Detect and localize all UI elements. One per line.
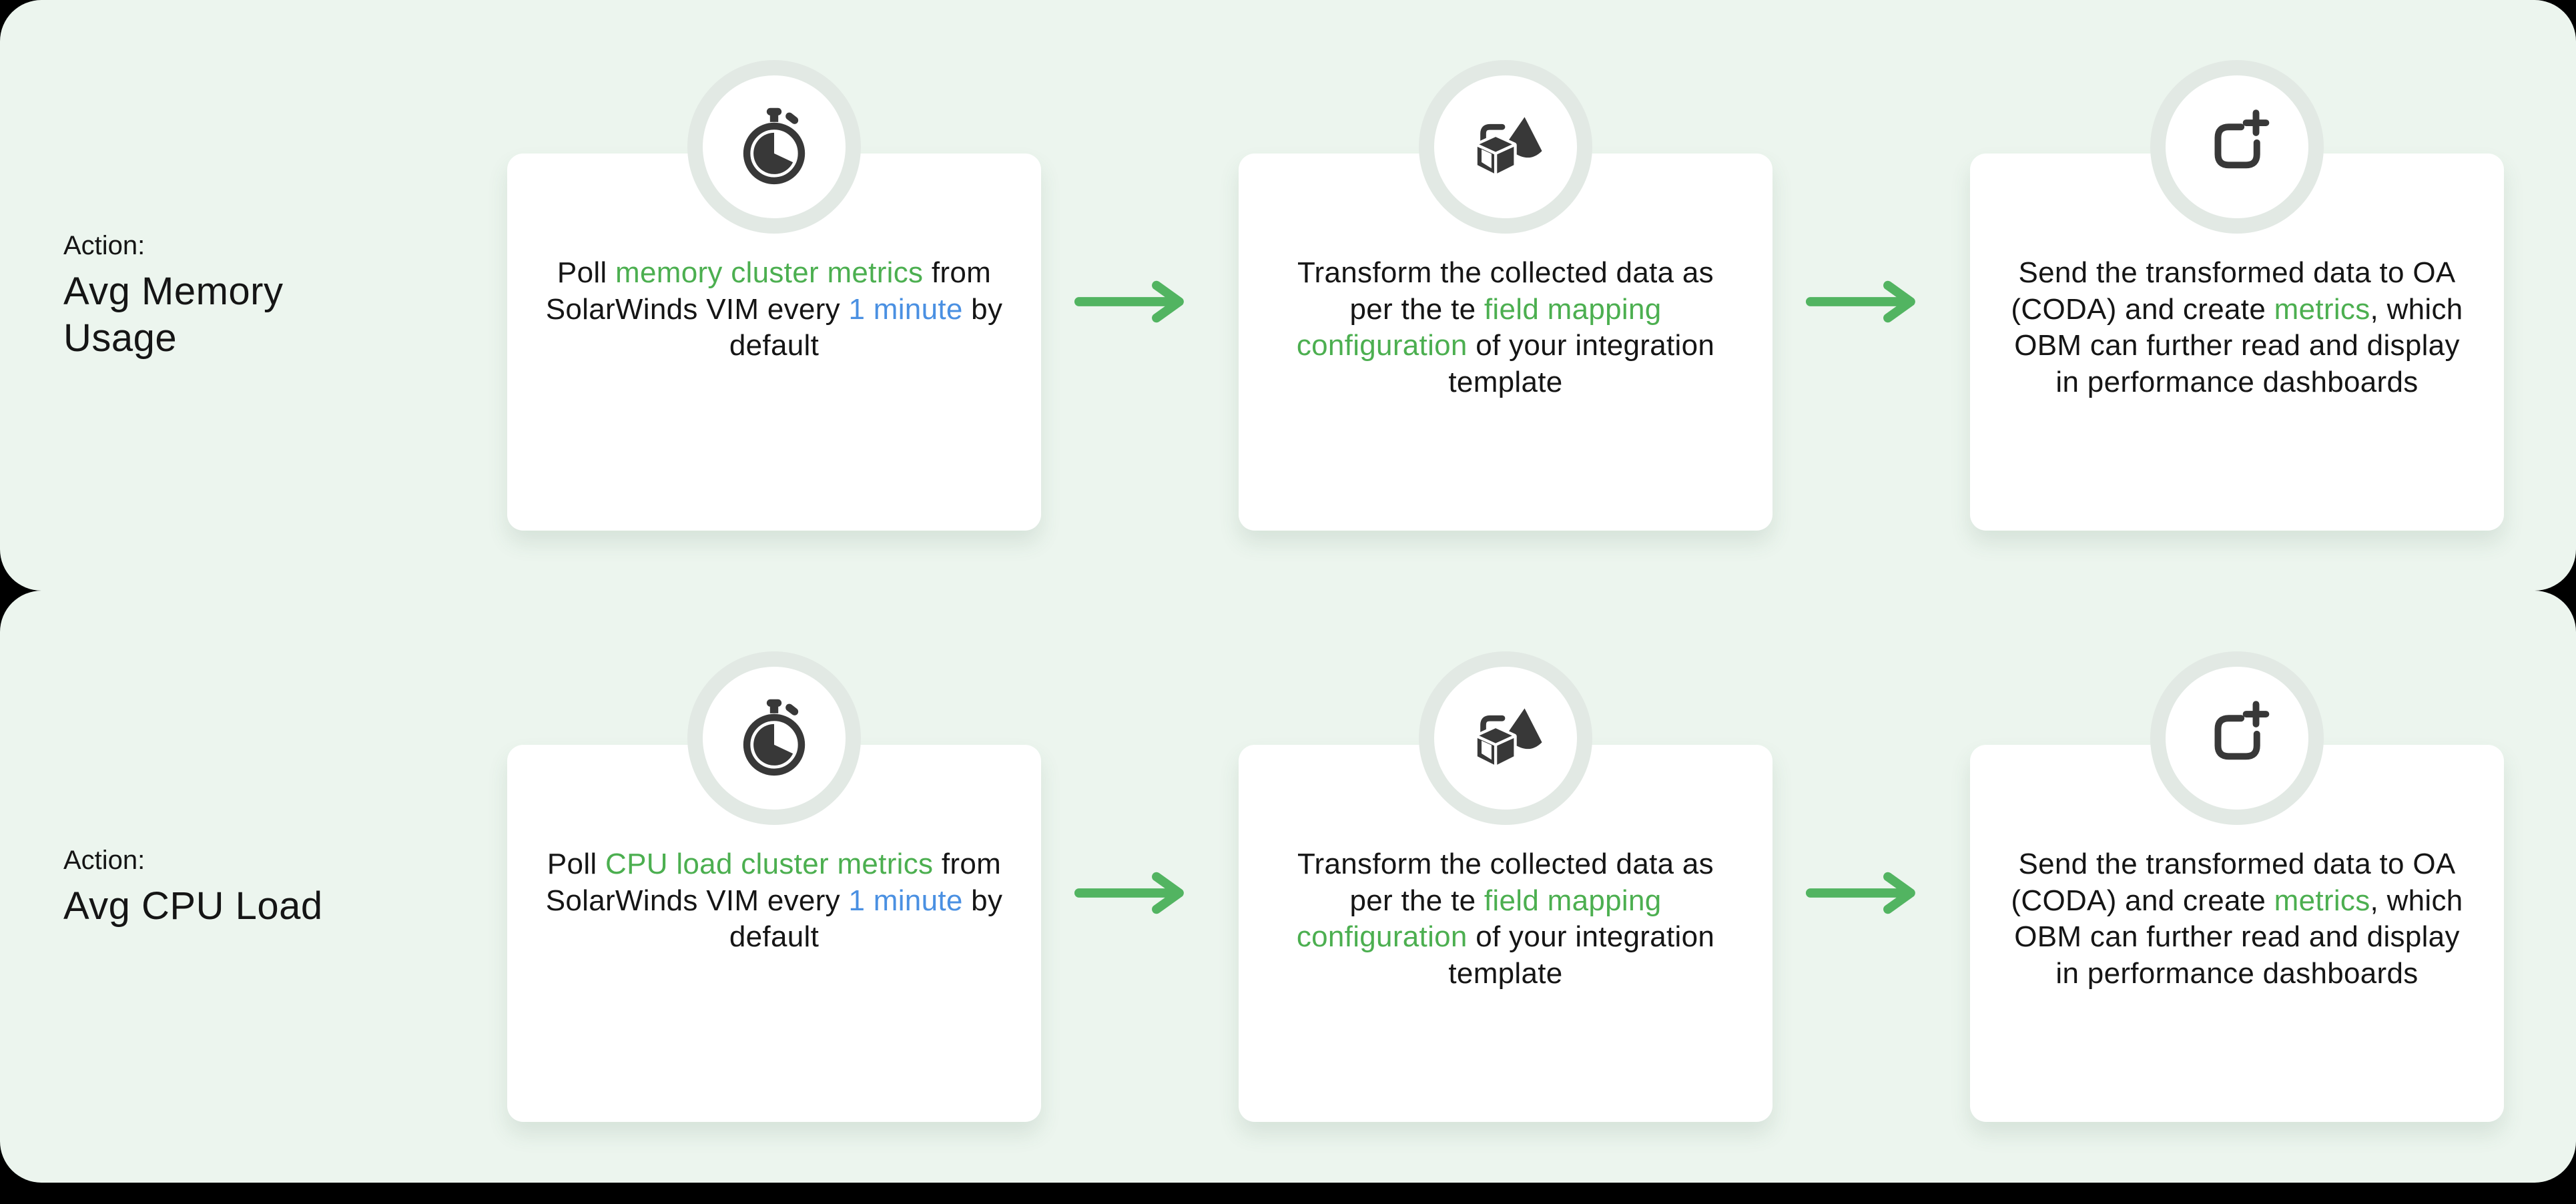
step-card-transform-cpu: Transform the collected data as per the … [1239,651,1773,1122]
transform-shapes-icon [1474,117,1542,178]
icon-circle [2166,75,2308,218]
icon-badge [2150,651,2324,825]
icon-badge [687,651,861,825]
action-block-cpu: Action: Avg CPU Load [63,844,507,930]
stopwatch-icon [743,107,806,185]
step-text: Transform the collected data as per the … [1296,256,1715,398]
flow-arrow [1773,280,1970,323]
icon-badge [2150,60,2324,234]
step-text: Poll CPU load cluster metrics from Solar… [545,848,1003,954]
arrow-right-icon [1805,280,1915,323]
step-card-poll-memory: Poll memory cluster metrics from SolarWi… [507,60,1041,531]
add-metrics-icon [2214,109,2270,169]
arrow-right-icon [1074,280,1184,323]
icon-circle [1434,667,1577,810]
add-metrics-icon [2214,701,2270,760]
step-text: Transform the collected data as per the … [1296,848,1715,990]
icon-badge [687,60,861,234]
action-title-avg-cpu-load: Avg CPU Load [63,884,323,928]
step-card: Send the transformed data to OA (CODA) a… [1970,745,2504,1122]
steps-row-memory: Poll memory cluster metrics from SolarWi… [507,60,2504,531]
flow-arrow [1041,872,1239,914]
step-card-poll-cpu: Poll CPU load cluster metrics from Solar… [507,651,1041,1122]
steps-row-cpu: Poll CPU load cluster metrics from Solar… [507,651,2504,1122]
icon-circle [703,75,846,218]
arrow-right-icon [1805,872,1915,914]
arrow-right-icon [1074,872,1184,914]
action-label: Action: [63,845,145,875]
step-text: Send the transformed data to OA (CODA) a… [2011,256,2463,398]
stopwatch-icon [743,699,806,776]
icon-badge [1419,651,1592,825]
icon-badge [1419,60,1592,234]
action-title-avg-memory-usage: Avg Memory Usage [63,269,284,360]
step-card-send-cpu: Send the transformed data to OA (CODA) a… [1970,651,2504,1122]
panel-avg-cpu-load: Action: Avg CPU Load [0,591,2576,1183]
icon-circle [1434,75,1577,218]
icon-circle [2166,667,2308,810]
icon-circle [703,667,846,810]
flow-arrow [1773,872,1970,914]
step-card-transform-memory: Transform the collected data as per the … [1239,60,1773,531]
action-label: Action: [63,230,145,260]
step-card: Poll memory cluster metrics from SolarWi… [507,154,1041,531]
step-text: Poll memory cluster metrics from SolarWi… [545,256,1003,362]
step-card-send-memory: Send the transformed data to OA (CODA) a… [1970,60,2504,531]
step-card: Transform the collected data as per the … [1239,154,1773,531]
flow-arrow [1041,280,1239,323]
transform-shapes-icon [1474,708,1542,769]
action-block-memory: Action: Avg Memory Usage [63,230,507,361]
step-text: Send the transformed data to OA (CODA) a… [2011,848,2463,990]
panel-avg-memory-usage: Action: Avg Memory Usage [0,0,2576,591]
